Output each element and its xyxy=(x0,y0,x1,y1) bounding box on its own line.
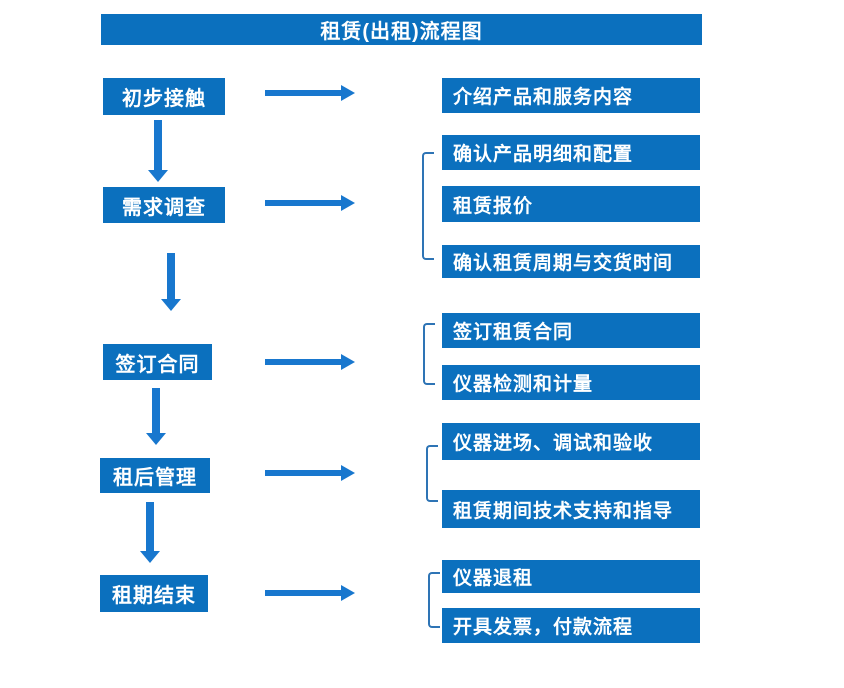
arrow-right-icon xyxy=(265,354,355,370)
group-bracket-icon xyxy=(428,572,440,628)
detail-invoice-payment: 开具发票，付款流程 xyxy=(442,608,700,643)
detail-sign-rental-contract: 签订租赁合同 xyxy=(442,313,700,348)
detail-instrument-testing: 仪器检测和计量 xyxy=(442,365,700,400)
group-bracket-icon xyxy=(423,323,435,385)
arrow-right-icon xyxy=(265,465,355,481)
group-bracket-icon xyxy=(426,445,438,502)
arrow-down-icon xyxy=(146,388,166,445)
arrow-right-icon xyxy=(265,195,355,211)
detail-instrument-return: 仪器退租 xyxy=(442,560,700,593)
arrow-right-icon xyxy=(265,85,355,101)
arrow-down-icon xyxy=(161,253,181,311)
arrow-down-icon xyxy=(148,120,168,182)
arrow-down-icon xyxy=(140,502,160,563)
flowchart-title: 租赁(出租)流程图 xyxy=(101,14,702,45)
detail-tech-support-guidance: 租赁期间技术支持和指导 xyxy=(442,490,700,528)
stage-sign-contract: 签订合同 xyxy=(103,344,212,380)
stage-post-rental-management: 租后管理 xyxy=(100,458,210,493)
detail-instrument-setup-acceptance: 仪器进场、调试和验收 xyxy=(442,423,700,460)
detail-confirm-period-delivery: 确认租赁周期与交货时间 xyxy=(442,245,700,278)
stage-rental-end: 租期结束 xyxy=(100,575,208,612)
detail-introduce-products-services: 介绍产品和服务内容 xyxy=(442,78,700,113)
arrow-right-icon xyxy=(265,585,355,601)
stage-demand-survey: 需求调查 xyxy=(103,187,225,223)
detail-rental-quotation: 租赁报价 xyxy=(442,186,700,222)
stage-initial-contact: 初步接触 xyxy=(103,78,225,115)
group-bracket-icon xyxy=(422,152,434,260)
detail-confirm-product-config: 确认产品明细和配置 xyxy=(442,135,700,170)
